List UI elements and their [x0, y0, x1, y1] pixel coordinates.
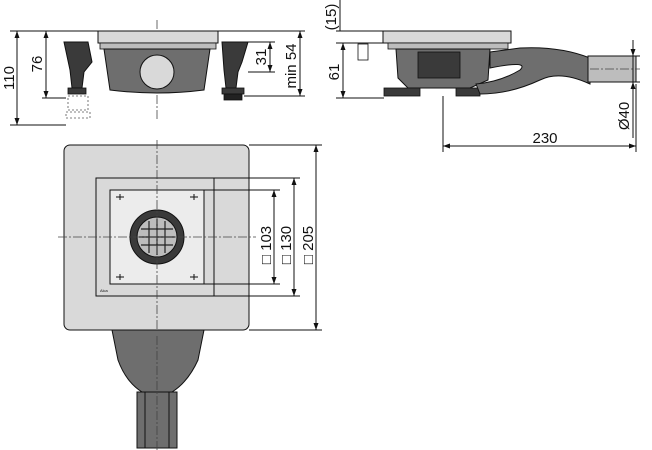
front-outlet: [139, 54, 175, 90]
front-left-foot: [63, 41, 93, 89]
dim-110-label: 110: [1, 66, 18, 90]
dim-230-label: 230: [532, 130, 557, 147]
dim-d40-label: Ø40: [616, 102, 633, 130]
dim-205-label: □ 205: [300, 226, 317, 264]
side-view: (15) 61 Ø40 230: [323, 0, 640, 152]
dim-76-label: 76: [29, 56, 46, 73]
top-view: Alca □ 103 □ 130 □ 205: [58, 140, 322, 450]
side-top-plate: [382, 30, 512, 44]
dim-15-label: (15): [323, 4, 340, 31]
dim-31-label: 31: [253, 49, 270, 66]
dim-61-label: 61: [326, 64, 343, 81]
side-outlet-pipe: [475, 47, 591, 95]
top-outlet-body: [111, 329, 205, 393]
dim-min54-label: min 54: [283, 43, 300, 88]
dim-103-label: □ 103: [258, 226, 275, 264]
brand-mark: Alca: [100, 288, 109, 293]
front-top-plate: [97, 30, 219, 44]
dim-130-label: □ 130: [278, 226, 295, 264]
front-view: 110 76 31 min 54: [1, 20, 305, 126]
front-right-foot: [221, 41, 249, 89]
